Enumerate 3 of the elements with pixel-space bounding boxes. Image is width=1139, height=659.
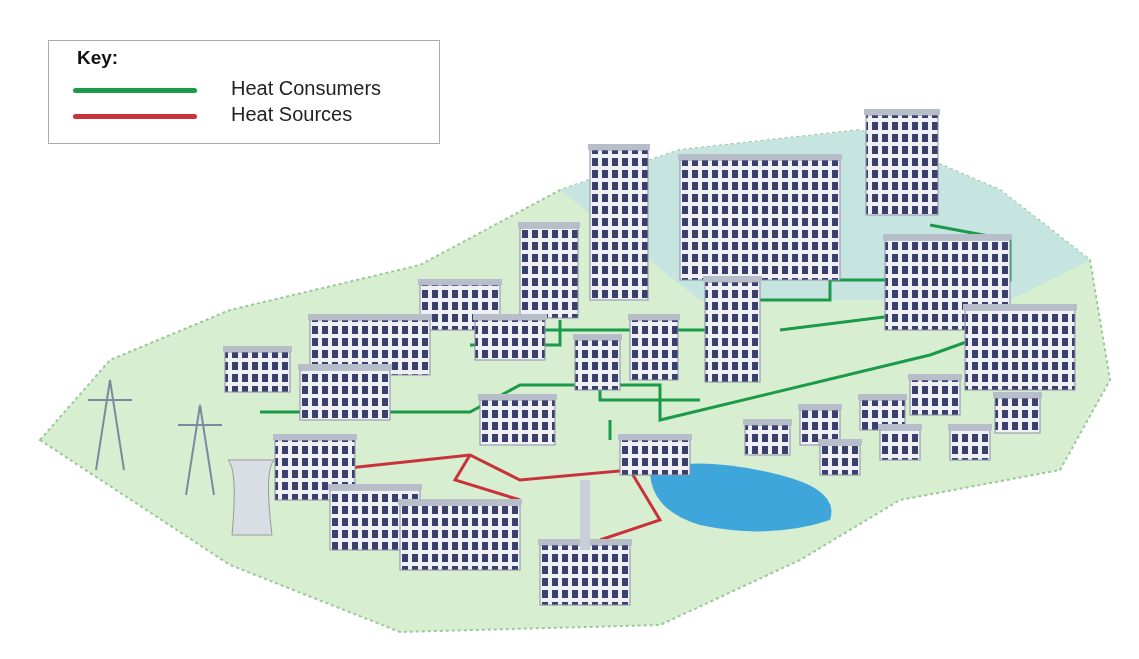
legend-heading: Key:: [77, 47, 119, 69]
legend-label: Heat Consumers: [231, 77, 382, 100]
legend-label: Heat Sources: [231, 103, 353, 126]
